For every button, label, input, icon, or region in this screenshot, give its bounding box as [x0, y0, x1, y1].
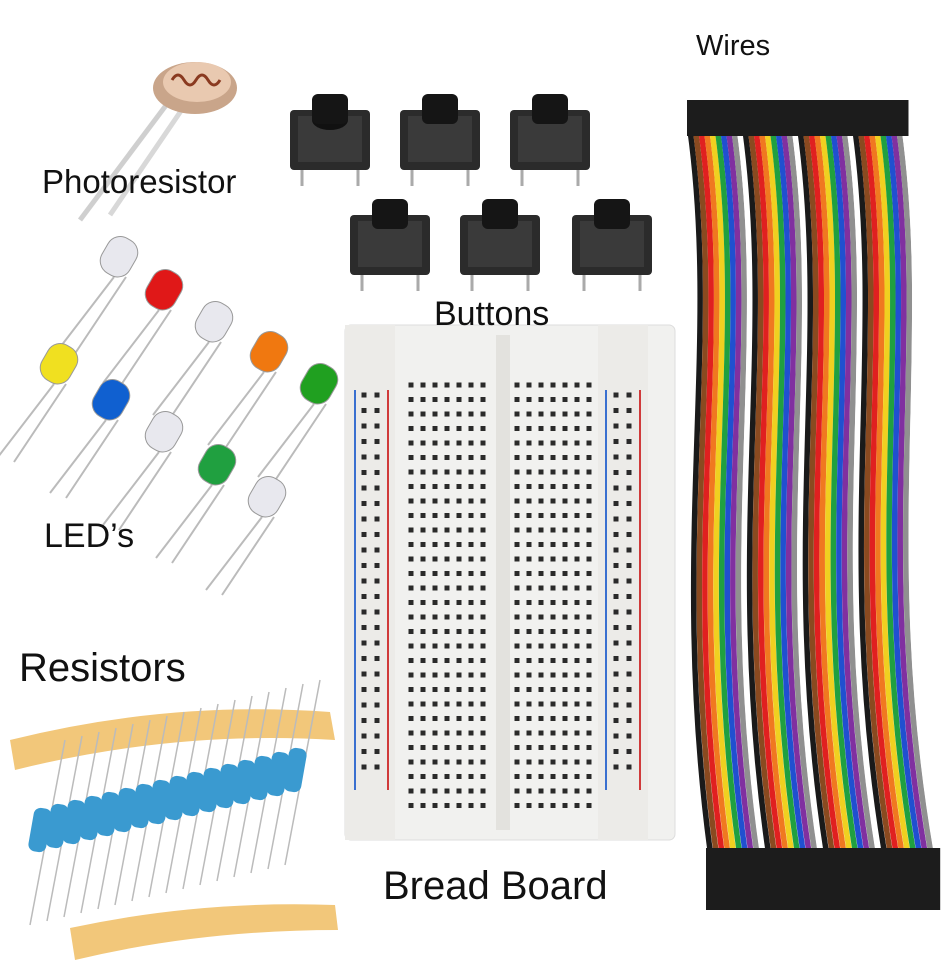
- wire-icon: [841, 100, 877, 910]
- leds-label: LED’s: [44, 517, 135, 555]
- wire-icon: [725, 100, 755, 910]
- wire-icon: [857, 100, 894, 910]
- wire-icon: [764, 100, 796, 910]
- wire-icon: [780, 100, 813, 910]
- wire-icon: [852, 100, 888, 910]
- led-icon: [0, 343, 79, 463]
- wire-icon: [890, 100, 929, 910]
- buttons-label: Buttons: [434, 295, 550, 333]
- wires-label: Wires: [696, 30, 771, 62]
- wire-icon: [863, 100, 900, 910]
- wire-icon: [846, 100, 883, 910]
- resistors-image: [10, 679, 338, 960]
- wire-icon: [885, 100, 923, 910]
- photoresistor-image: [78, 62, 237, 222]
- wire-icon: [692, 100, 720, 910]
- wire-icon: [813, 100, 848, 910]
- wire-icon: [791, 100, 825, 910]
- led-icon: [155, 444, 237, 564]
- wire-icon: [687, 100, 714, 910]
- led-icon: [102, 411, 184, 531]
- wire-icon: [901, 100, 941, 910]
- led-icon: [152, 301, 234, 421]
- leds-image: [0, 236, 339, 596]
- resistors-label: Resistors: [19, 646, 186, 690]
- wire-icon: [830, 100, 865, 910]
- wire-icon: [742, 100, 772, 910]
- wire-icon: [714, 100, 743, 910]
- wire-icon: [802, 100, 836, 910]
- led-icon: [257, 363, 339, 483]
- photoresistor-label: Photoresistor: [42, 163, 237, 200]
- led-icon: [205, 476, 287, 596]
- buttons-image: [290, 94, 652, 291]
- wire-icon: [709, 100, 738, 910]
- wire-icon: [720, 100, 749, 910]
- bread-board-label: Bread Board: [383, 864, 608, 908]
- wire-icon: [769, 100, 801, 910]
- led-icon: [207, 331, 289, 451]
- wire-icon: [736, 100, 767, 910]
- wire-icon: [835, 100, 871, 910]
- wires-image: [687, 100, 941, 910]
- wire-icon: [824, 100, 859, 910]
- wire-icon: [868, 100, 906, 910]
- wire-icon: [879, 100, 917, 910]
- wire-icon: [731, 100, 761, 910]
- resistor-icon: [283, 679, 321, 866]
- led-icon: [49, 379, 131, 499]
- led-icon: [57, 236, 139, 356]
- wire-icon: [753, 100, 784, 910]
- wire-icon: [797, 100, 830, 910]
- breadboard-image: [344, 324, 676, 841]
- wire-icon: [698, 100, 726, 910]
- wire-icon: [819, 100, 854, 910]
- led-icon: [102, 269, 184, 389]
- wire-icon: [703, 100, 732, 910]
- wire-icon: [786, 100, 819, 910]
- wire-icon: [747, 100, 778, 910]
- wire-icon: [758, 100, 790, 910]
- wire-icon: [808, 100, 842, 910]
- wire-icon: [775, 100, 807, 910]
- wire-icon: [896, 100, 935, 910]
- wire-icon: [874, 100, 912, 910]
